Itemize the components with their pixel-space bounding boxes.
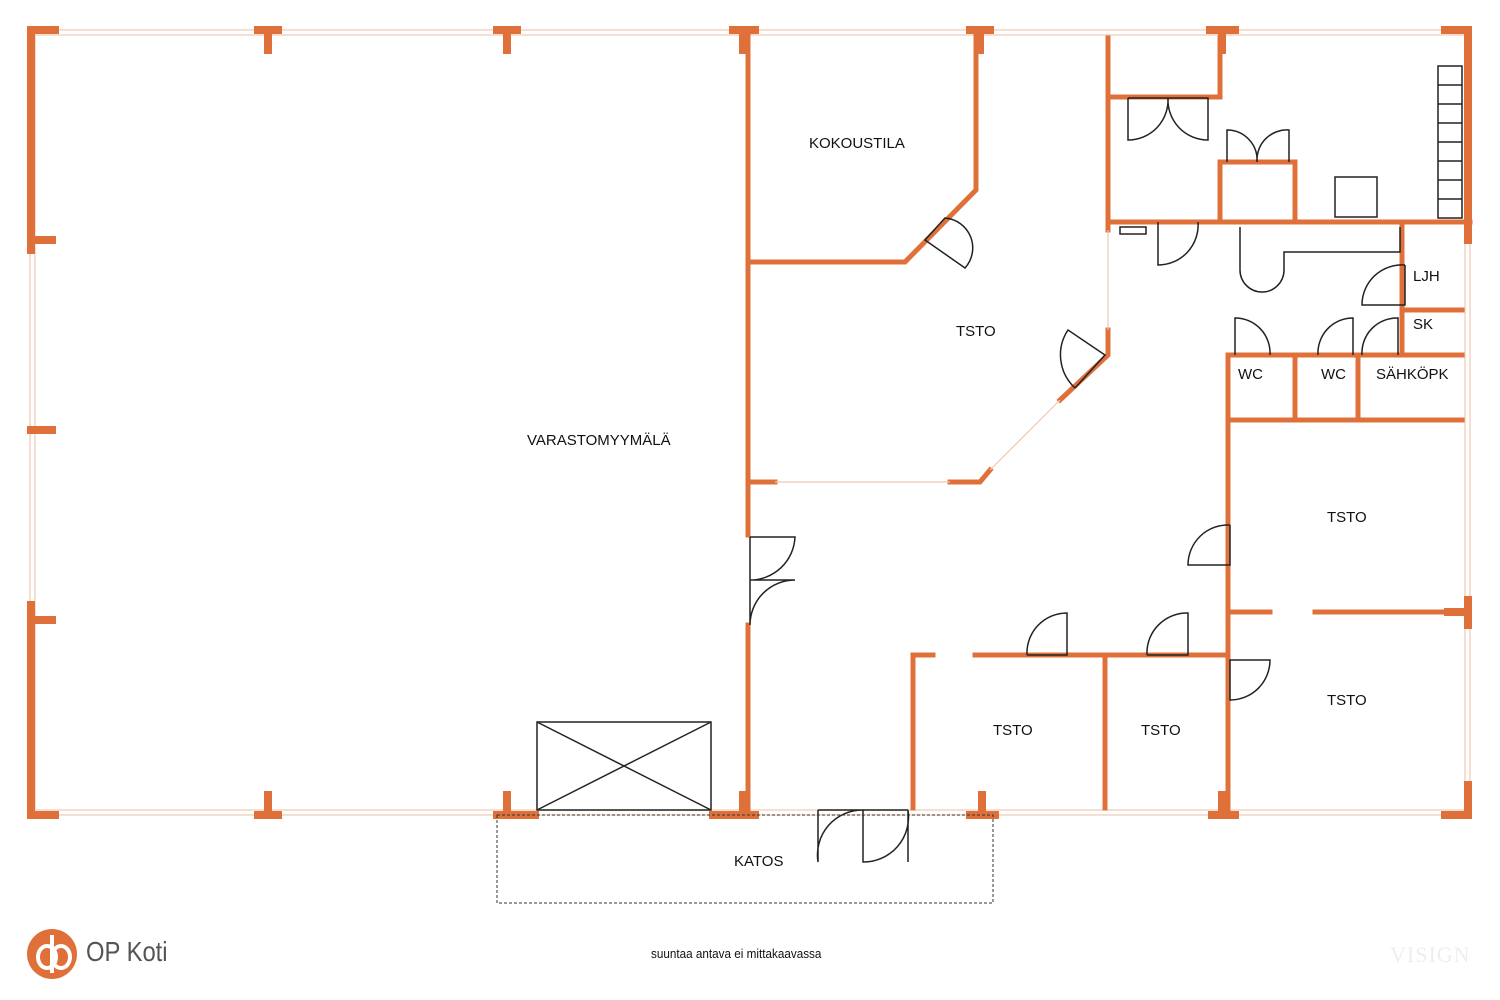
brand-name: OP Koti	[86, 936, 168, 967]
room-sk: SK	[1413, 316, 1433, 333]
room-tsto-right-upper: TSTO	[1327, 509, 1367, 526]
op-logo-icon	[27, 929, 77, 979]
room-tsto-upper: TSTO	[956, 323, 996, 340]
room-wc-2: WC	[1321, 366, 1346, 383]
room-kokoustila: KOKOUSTILA	[809, 135, 905, 152]
room-ljh: LJH	[1413, 268, 1440, 285]
room-katos: KATOS	[734, 853, 783, 870]
doors	[749, 65, 1463, 863]
room-labels: VARASTOMYYMÄLÄ KOKOUSTILA TSTO LJH SK WC…	[527, 135, 1449, 870]
room-tsto-bottom-mid: TSTO	[1141, 722, 1181, 739]
room-tsto-bottom-left: TSTO	[993, 722, 1033, 739]
loading-door	[536, 721, 712, 811]
katos-outline	[496, 814, 994, 904]
room-tsto-right-lower: TSTO	[1327, 692, 1367, 709]
room-varastomyymala: VARASTOMYYMÄLÄ	[527, 432, 671, 449]
room-wc-1: WC	[1238, 366, 1263, 383]
room-sahkopk: SÄHKÖPK	[1376, 365, 1449, 383]
disclaimer-note: suuntaa antava ei mittakaavassa	[651, 946, 822, 961]
watermark: VISIGN	[1390, 942, 1471, 967]
